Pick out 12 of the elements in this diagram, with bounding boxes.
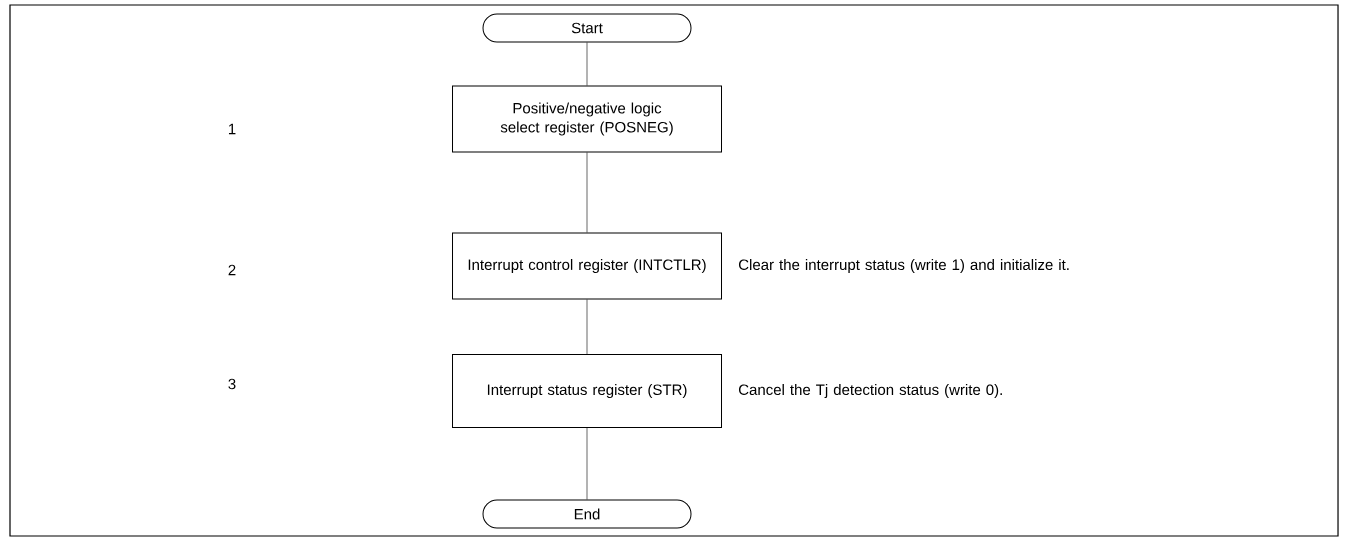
process-box: Positive/negative logic select register (POSNEG): [452, 85, 722, 153]
process-box: Interrupt status register (STR): [452, 354, 722, 428]
note-text: Clear the interrupt status (write 1) and initialize it.: [739, 259, 1069, 273]
connector-line: [586, 427, 588, 500]
process-box: Interrupt control register (INTCTLR): [452, 232, 722, 300]
connector-line: [586, 152, 588, 233]
connector-line: [586, 42, 588, 86]
connector-line: [586, 299, 588, 355]
step-number: 2: [228, 264, 236, 276]
step-number: 1: [229, 123, 236, 135]
step-number: 3: [228, 378, 236, 390]
note-text: Cancel the Tj detection status (write 0).: [739, 384, 1002, 398]
